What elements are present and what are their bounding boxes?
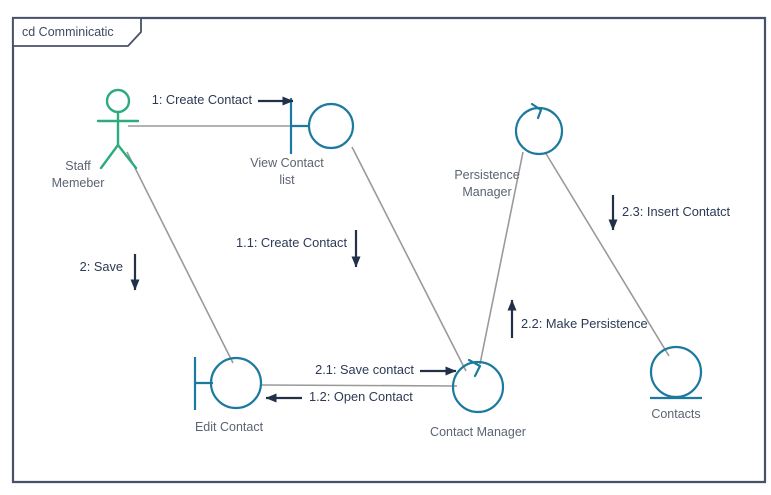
message-2-2-make-persistence[interactable]: 2.2: Make Persistence: [507, 299, 648, 338]
message-1-2-open-contact[interactable]: 1.2: Open Contact: [265, 389, 413, 404]
control-icon: [514, 102, 564, 156]
node-view-contact-list[interactable]: View Contact list: [250, 98, 355, 187]
node-contact-manager[interactable]: Contact Manager: [430, 358, 526, 439]
frame-title-label: cd Comminicatic: [22, 25, 114, 39]
node-label-staff-memeber-line1: Staff: [65, 159, 91, 173]
message-label-1-1-create-contact: 1.1: Create Contact: [236, 235, 347, 250]
message-2-save[interactable]: 2: Save: [80, 254, 140, 291]
message-label-2-2-make-persistence: 2.2: Make Persistence: [521, 316, 648, 331]
node-edit-contact[interactable]: Edit Contact: [193, 356, 264, 434]
link-view-contact-list-to-contact-manager: [351, 146, 467, 372]
actor-stick-figure-icon: [96, 88, 140, 170]
node-label-contact-manager-line1: Contact Manager: [430, 425, 526, 439]
node-label-edit-contact-line1: Edit Contact: [195, 420, 264, 434]
node-label-view-contact-list-line1: View Contact: [250, 156, 324, 170]
node-staff-memeber[interactable]: Staff Memeber: [52, 88, 140, 190]
node-persistence-manager[interactable]: Persistence Manager: [454, 102, 564, 199]
message-1-1-create-contact[interactable]: 1.1: Create Contact: [236, 230, 361, 268]
message-label-1-2-open-contact: 1.2: Open Contact: [309, 389, 413, 404]
message-1-create-contact[interactable]: 1: Create Contact: [152, 92, 294, 107]
message-label-2-3-insert-contatct: 2.3: Insert Contatct: [622, 204, 731, 219]
message-2-1-save-contact[interactable]: 2.1: Save contact: [315, 362, 457, 377]
node-label-staff-memeber-line2: Memeber: [52, 176, 105, 190]
message-label-1-create-contact: 1: Create Contact: [152, 92, 253, 107]
control-icon: [451, 358, 505, 414]
message-2-3-insert-contatct[interactable]: 2.3: Insert Contatct: [608, 195, 731, 231]
frame-border: [11, 16, 767, 484]
node-label-contacts-line1: Contacts: [651, 407, 700, 421]
node-label-view-contact-list-line2: list: [279, 173, 295, 187]
link-collection: [126, 125, 670, 387]
node-label-persistence-manager-line2: Manager: [462, 185, 511, 199]
link-persistence-manager-to-contact-manager: [479, 151, 524, 365]
node-label-persistence-manager-line1: Persistence: [454, 168, 519, 182]
link-edit-contact-to-contact-manager: [261, 384, 458, 387]
node-contacts[interactable]: Contacts: [649, 345, 703, 421]
boundary-icon: [193, 356, 263, 410]
link-persistence-manager-to-contacts: [544, 151, 670, 357]
frame-title-tab: [12, 17, 142, 47]
message-label-2-save: 2: Save: [80, 259, 123, 274]
diagram-frame: cd Comminicatic: [11, 16, 767, 484]
boundary-icon: [289, 98, 355, 154]
entity-icon: [649, 345, 703, 400]
link-staff-to-edit-contact: [126, 151, 234, 364]
message-label-2-1-save-contact: 2.1: Save contact: [315, 362, 414, 377]
